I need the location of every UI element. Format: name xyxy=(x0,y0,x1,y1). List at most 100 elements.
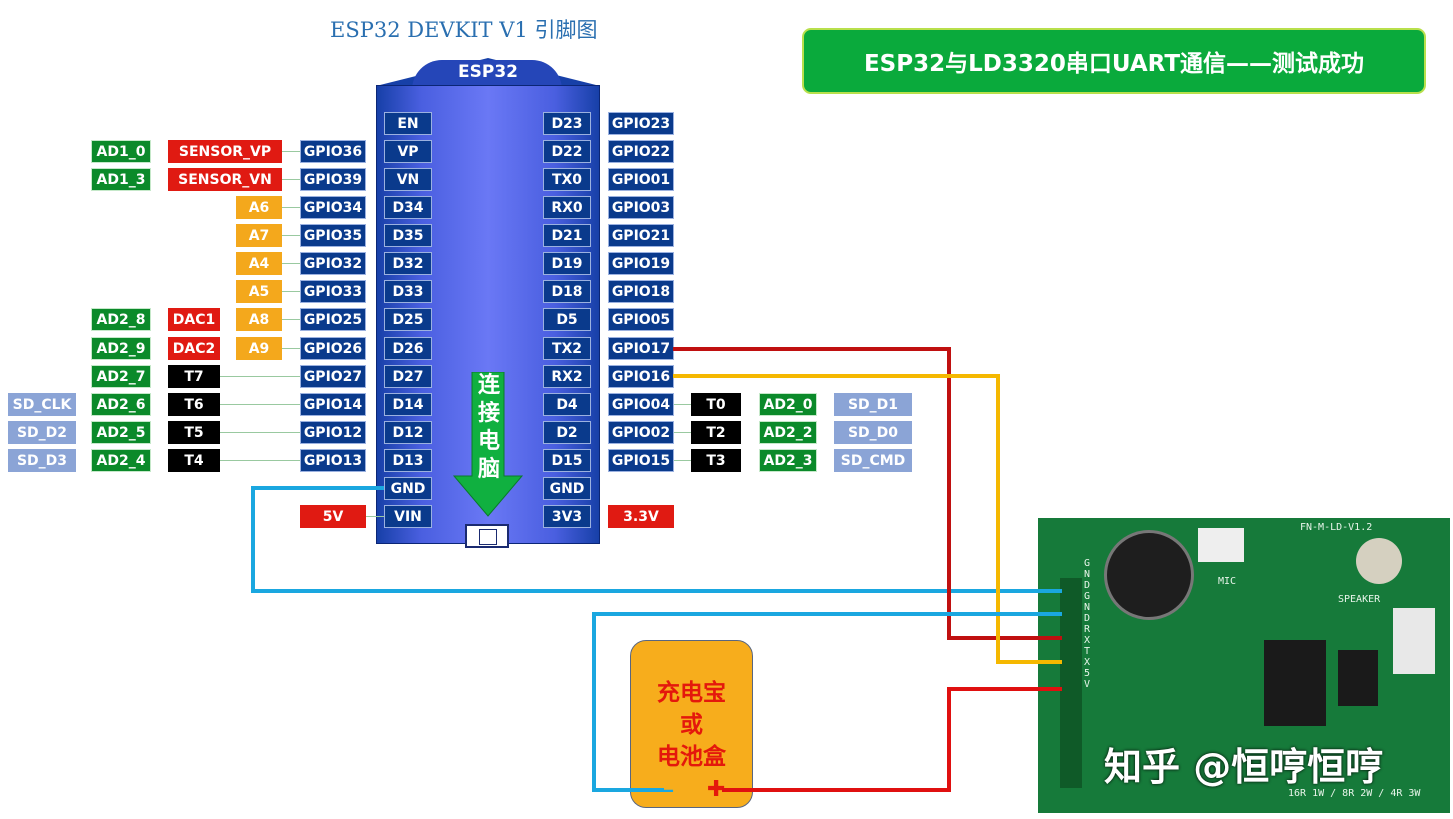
gpio-label-left: GPIO35 xyxy=(300,224,366,247)
pin-leader-line xyxy=(674,460,691,461)
arrow-char: 连 xyxy=(478,373,501,398)
board-pin-left: D34 xyxy=(384,196,432,219)
pin-leader-line xyxy=(282,291,300,292)
pin-function-label: T5 xyxy=(168,421,220,444)
board-pin-right: D5 xyxy=(543,308,591,331)
board-pin-left: D27 xyxy=(384,365,432,388)
pin-function-label: SD_CLK xyxy=(8,393,76,416)
pin-function-label: T3 xyxy=(691,449,741,472)
gnd2-wire xyxy=(592,612,1062,792)
gpio-label-right: GPIO19 xyxy=(608,252,674,275)
pin-leader-line xyxy=(220,432,300,433)
gpio-label-right: GPIO18 xyxy=(608,280,674,303)
connect-pc-label: 连 接 电 脑 xyxy=(478,372,501,484)
pin-leader-line xyxy=(674,432,691,433)
pin-function-label: SD_D2 xyxy=(8,421,76,444)
pin-function-label: T7 xyxy=(168,365,220,388)
board-pin-right: TX0 xyxy=(543,168,591,191)
power-box-line: 充电宝 xyxy=(657,680,726,706)
pin-function-label: SD_D3 xyxy=(8,449,76,472)
gpio-label-left: GPIO32 xyxy=(300,252,366,275)
gpio-label-right: GPIO23 xyxy=(608,112,674,135)
pin-function-label: AD2_0 xyxy=(759,393,817,416)
gpio-label-right: GPIO15 xyxy=(608,449,674,472)
usb-port xyxy=(465,524,509,548)
pin-leader-line xyxy=(282,179,300,180)
gpio-label-right: GPIO05 xyxy=(608,308,674,331)
board-pin-right: D18 xyxy=(543,280,591,303)
board-pin-left: D32 xyxy=(384,252,432,275)
gpio-label-left: GPIO39 xyxy=(300,168,366,191)
pin-function-label: 3.3V xyxy=(608,505,674,528)
board-label: ESP32 xyxy=(458,62,518,82)
speaker-label: SPEAKER xyxy=(1338,594,1381,605)
pin-function-label: SD_D1 xyxy=(834,393,912,416)
gpio-label-right: GPIO21 xyxy=(608,224,674,247)
pin-function-label: A8 xyxy=(236,308,282,331)
board-pin-left: D12 xyxy=(384,421,432,444)
board-pin-right: D22 xyxy=(543,140,591,163)
mic-connector xyxy=(1198,528,1244,562)
gpio-label-left: GPIO14 xyxy=(300,393,366,416)
amp-spec-label: 16R 1W / 8R 2W / 4R 3W xyxy=(1288,788,1421,799)
pin-leader-line xyxy=(282,263,300,264)
gpio-label-left: GPIO27 xyxy=(300,365,366,388)
gpio-label-left: GPIO34 xyxy=(300,196,366,219)
connect-pc-arrow-icon xyxy=(452,372,524,517)
board-pin-left: VP xyxy=(384,140,432,163)
pin-function-label: T4 xyxy=(168,449,220,472)
gpio-label-right: GPIO01 xyxy=(608,168,674,191)
board-pin-right: GND xyxy=(543,477,591,500)
board-pin-right: RX2 xyxy=(543,365,591,388)
pin-function-label: A7 xyxy=(236,224,282,247)
gpio-label-right: GPIO22 xyxy=(608,140,674,163)
pin-function-label: AD2_3 xyxy=(759,449,817,472)
power-box: 充电宝 或 电池盒 xyxy=(630,640,753,808)
pin-function-label: AD1_0 xyxy=(91,140,151,163)
pin-function-label: SD_D0 xyxy=(834,421,912,444)
gpio-label-right: GPIO02 xyxy=(608,421,674,444)
gpio-label-left: GPIO33 xyxy=(300,280,366,303)
board-pin-right: D19 xyxy=(543,252,591,275)
watermark: 知乎 @恒哼恒哼 xyxy=(1104,745,1384,789)
power-box-line: 或 xyxy=(680,712,703,738)
pin-function-label: DAC1 xyxy=(168,308,220,331)
gpio-label-right: GPIO04 xyxy=(608,393,674,416)
pin-leader-line xyxy=(282,319,300,320)
pin-function-label: SD_CMD xyxy=(834,449,912,472)
pin-function-label: AD2_8 xyxy=(91,308,151,331)
pin-names-label: GND GND RX TX 5V xyxy=(1084,558,1091,690)
arrow-char: 脑 xyxy=(478,457,501,482)
pin-function-label: AD2_6 xyxy=(91,393,151,416)
board-pin-left: D14 xyxy=(384,393,432,416)
vcc-wire xyxy=(722,687,1062,792)
board-pin-left: EN xyxy=(384,112,432,135)
microphone-icon xyxy=(1104,530,1194,620)
board-pin-left: VN xyxy=(384,168,432,191)
pin-leader-line xyxy=(282,348,300,349)
power-box-line: 电池盒 xyxy=(657,744,726,770)
mic-label: MIC xyxy=(1218,576,1237,587)
board-pin-left: D25 xyxy=(384,308,432,331)
pin-function-label: AD2_9 xyxy=(91,337,151,360)
arrow-char: 电 xyxy=(478,429,501,454)
gpio-label-left: GPIO25 xyxy=(300,308,366,331)
tx-wire xyxy=(673,347,1062,640)
pin-function-label: A9 xyxy=(236,337,282,360)
pin-function-label: T2 xyxy=(691,421,741,444)
board-pin-right: D21 xyxy=(543,224,591,247)
pin-function-label: A5 xyxy=(236,280,282,303)
page-title: ESP32 DEVKIT V1 引脚图 xyxy=(330,18,598,42)
board-pin-left: D35 xyxy=(384,224,432,247)
pin-function-label: AD2_2 xyxy=(759,421,817,444)
gpio-label-right: GPIO16 xyxy=(608,365,674,388)
gpio-label-right: GPIO03 xyxy=(608,196,674,219)
pin-function-label: 5V xyxy=(300,505,366,528)
arrow-char: 接 xyxy=(478,401,501,426)
pin-function-label: T0 xyxy=(691,393,741,416)
status-banner: ESP32与LD3320串口UART通信——测试成功 xyxy=(802,28,1426,94)
pin-function-label: AD2_7 xyxy=(91,365,151,388)
board-pin-right: D23 xyxy=(543,112,591,135)
pin-function-label: AD2_5 xyxy=(91,421,151,444)
